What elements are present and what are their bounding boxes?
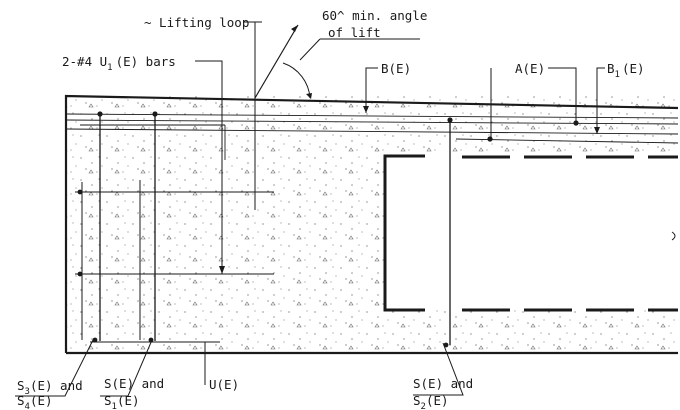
b1-bar-label: B1(E) — [607, 61, 645, 80]
stirrups — [81, 114, 451, 345]
lift-angle-label: 60^ min. angle — [322, 8, 427, 23]
bar-dots — [77, 111, 579, 348]
lifting-loop-label: ~ Lifting loop — [144, 15, 249, 30]
u-bars — [75, 191, 274, 343]
void-opening — [383, 154, 678, 312]
s4-label: S4(E) — [17, 393, 53, 410]
s3-label: S3(E) and — [17, 378, 83, 397]
lifting-loop — [254, 22, 312, 210]
s2-label: S2(E) — [413, 393, 449, 410]
u1-bars-label: 2-#4 U1(E) bars — [62, 54, 176, 73]
s-and-label: S(E) and — [104, 376, 164, 391]
a-bar-label: A(E) — [515, 61, 545, 76]
lift-angle-label-2: of lift — [328, 25, 381, 40]
u-bar-label: U(E) — [209, 377, 239, 392]
s1-label: S1(E) — [104, 393, 140, 410]
s-and-label-2: S(E) and — [413, 376, 473, 391]
b-bar-label: B(E) — [381, 61, 411, 76]
leader-lines — [15, 21, 605, 397]
labels: ~ Lifting loop 60^ min. angle of lift 2-… — [17, 8, 645, 410]
